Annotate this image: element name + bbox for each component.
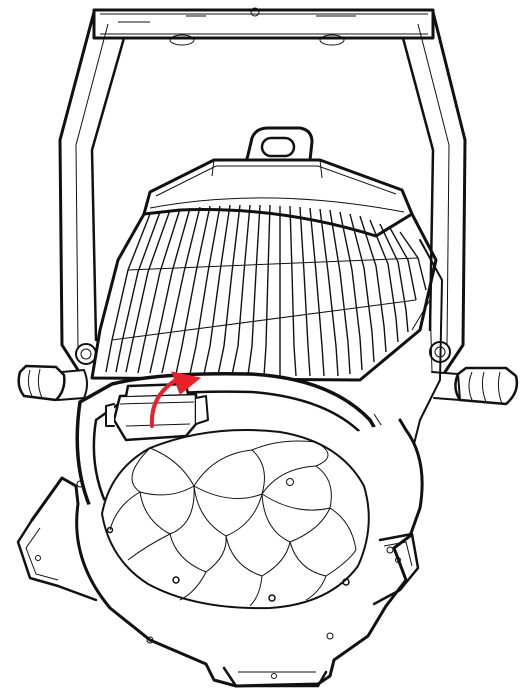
top-handle (244, 126, 314, 164)
lens-array (101, 429, 370, 610)
left-lock-knob (17, 343, 97, 402)
accessory-latch (105, 382, 209, 442)
heatsink-body (90, 204, 443, 461)
cooling-fins (105, 204, 427, 377)
right-lock-knob (429, 341, 519, 406)
accessory-frame (16, 418, 424, 688)
yoke (58, 7, 467, 374)
curved-arrow-icon (149, 371, 202, 428)
